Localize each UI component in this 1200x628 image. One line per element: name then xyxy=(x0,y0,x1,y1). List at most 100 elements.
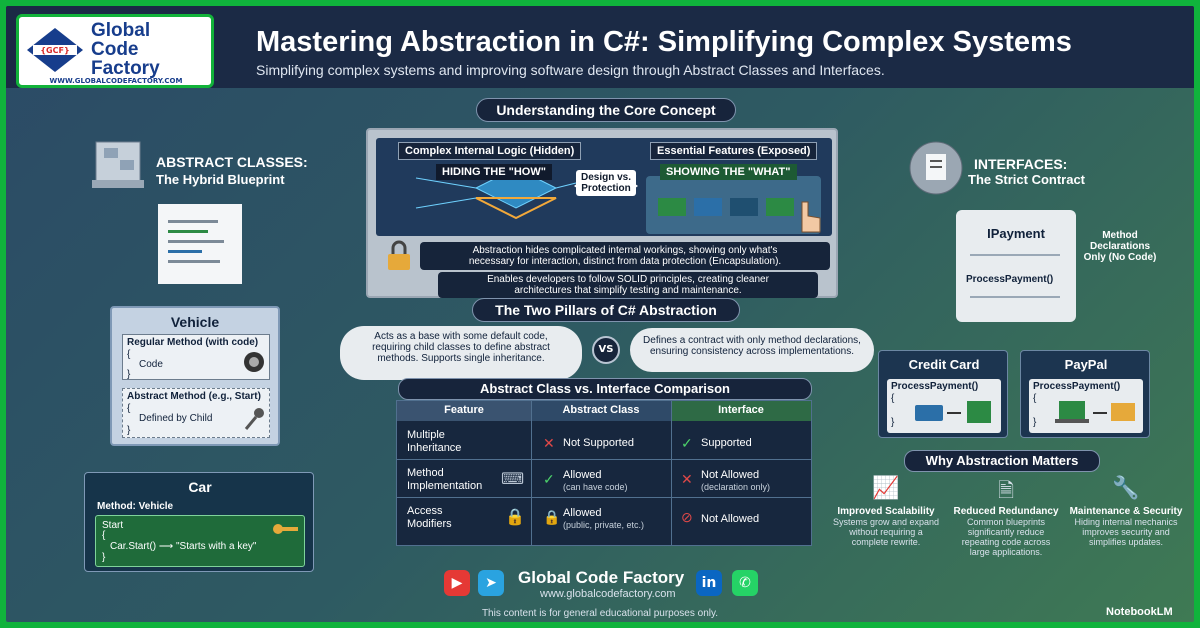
ipayment-name: IPayment xyxy=(987,226,1045,241)
logo-line-2: Code xyxy=(91,39,139,60)
credit-card-brace-close: } xyxy=(891,417,895,428)
vs-badge: VS xyxy=(592,336,620,364)
scalability-title: Improved Scalability xyxy=(837,506,935,517)
paypal-code: ProcessPayment() { } xyxy=(1029,379,1143,433)
infographic: {GCF} Global Code Factory WWW.GLOBALCODE… xyxy=(6,6,1194,622)
col-header-abstract: Abstract Class xyxy=(562,404,640,416)
core-concept-panel: Complex Internal Logic (Hidden) Essentia… xyxy=(366,128,838,298)
core-illustration xyxy=(415,167,821,234)
ipayment-note: Method Declarations Only (No Code) xyxy=(1080,230,1160,263)
row2-abstract: Allowed xyxy=(563,469,602,481)
credit-card-method: ProcessPayment() xyxy=(891,381,979,392)
ipayment-note-1: Method xyxy=(1102,230,1138,241)
vehicle-class-card: Vehicle Regular Method (with code) { Cod… xyxy=(110,306,280,446)
row1-interface: Supported xyxy=(701,437,752,449)
paypal-brace-close: } xyxy=(1033,417,1037,428)
hiding-how-label: HIDING THE "HOW" xyxy=(436,164,552,180)
abstract-classes-heading: ABSTRACT CLASSES: xyxy=(156,154,308,170)
paypal-brace-open: { xyxy=(1033,393,1037,404)
wheel-icon xyxy=(244,352,264,372)
car-title: Car xyxy=(188,479,212,495)
header-bar: {GCF} Global Code Factory WWW.GLOBALCODE… xyxy=(6,6,1194,88)
abstract-brace-open: { xyxy=(127,403,131,414)
abstract-method-label: Abstract Method (e.g., Start) xyxy=(127,391,261,402)
col-header-interface: Interface xyxy=(718,404,764,416)
key-icon xyxy=(244,408,264,430)
lock-icon: 🔒 xyxy=(543,509,561,525)
note-line-2: necessary for interaction, distinct from… xyxy=(468,256,782,267)
scalability-line-3: complete rewrite. xyxy=(851,537,921,547)
design-vs-text: Design vs. xyxy=(580,172,632,183)
scalability-item: 📈 Improved Scalability Systems grow and … xyxy=(828,476,944,547)
logo[interactable]: {GCF} Global Code Factory WWW.GLOBALCODE… xyxy=(16,14,214,88)
credit-card-impl: Credit Card ProcessPayment() { } xyxy=(878,350,1008,438)
check-icon: ✓ xyxy=(681,435,693,451)
regular-code: Code xyxy=(139,359,163,370)
core-concept-heading: Understanding the Core Concept xyxy=(476,98,736,122)
exposed-features-label: Essential Features (Exposed) xyxy=(650,142,818,160)
row1-abstract: Not Supported xyxy=(563,437,634,449)
lock-icon xyxy=(388,240,410,270)
ipayment-method: ProcessPayment() xyxy=(966,274,1054,285)
car-brace-close: } xyxy=(102,552,106,563)
abstract-pillar-bubble: Acts as a base with some default code, r… xyxy=(340,326,582,380)
redundancy-line-2: significantly reduce xyxy=(967,527,1045,537)
left-pillar-line-2: requiring child classes to define abstra… xyxy=(372,342,550,353)
row1-feature-2: Inheritance xyxy=(407,442,462,454)
col-header-feature: Feature xyxy=(444,404,484,416)
page-subtitle: Simplifying complex systems and improvin… xyxy=(256,62,885,78)
wrench-icon: 🔧 xyxy=(1112,476,1140,501)
car-method-label: Method: Vehicle xyxy=(97,501,174,512)
cross-icon: ✕ xyxy=(681,471,693,487)
footer: ▶ ➤ Global Code Factory www.globalcodefa… xyxy=(6,558,1194,622)
card-to-register-icon xyxy=(915,401,991,423)
row3-feature-2: Modifiers xyxy=(407,518,452,530)
growth-chart-icon: 📈 xyxy=(872,476,900,501)
whatsapp-icon[interactable]: ✆ xyxy=(732,570,758,596)
scalability-line-2: without requiring a xyxy=(849,527,923,537)
abstraction-note: Abstraction hides complicated internal w… xyxy=(420,242,830,270)
redundancy-line-3: repeating code across xyxy=(961,537,1051,547)
credit-card-title: Credit Card xyxy=(908,357,980,372)
solid-line-1: Enables developers to follow SOLID princ… xyxy=(487,274,769,285)
car-call: Car.Start() ⟶ "Starts with a key" xyxy=(110,541,257,552)
abstract-classes-subheading: The Hybrid Blueprint xyxy=(156,172,285,187)
logo-diamond-icon: {GCF} xyxy=(27,28,83,72)
paypal-title: PayPal xyxy=(1064,357,1108,372)
showing-what-label: SHOWING THE "WHAT" xyxy=(660,164,797,180)
logo-url: WWW.GLOBALCODEFACTORY.COM xyxy=(49,77,183,85)
protection-text: Protection xyxy=(581,183,631,194)
row3-abstract-sub: (public, private, etc.) xyxy=(563,520,645,530)
check-icon: ✓ xyxy=(543,471,555,487)
row3-interface: Not Allowed xyxy=(701,513,760,525)
right-pillar-line-2: ensuring consistency across implementati… xyxy=(650,346,854,357)
interfaces-subheading: The Strict Contract xyxy=(968,172,1086,187)
pointing-hand-icon xyxy=(801,201,821,233)
footer-brand: Global Code Factory xyxy=(518,568,685,587)
telegram-icon[interactable]: ➤ xyxy=(478,570,504,596)
maintenance-line-2: improves security and xyxy=(1082,527,1170,537)
redundancy-item: 🗎 Reduced Redundancy Common blueprints s… xyxy=(946,476,1066,557)
credit-card-code: ProcessPayment() { } xyxy=(887,379,1001,433)
ipayment-note-2: Declarations xyxy=(1089,241,1151,252)
footer-url[interactable]: www.globalcodefactory.com xyxy=(540,588,676,600)
disclaimer: This content is for general educational … xyxy=(481,608,719,619)
blueprint-icon xyxy=(92,141,144,188)
hidden-logic-label: Complex Internal Logic (Hidden) xyxy=(398,142,582,160)
youtube-icon[interactable]: ▶ xyxy=(444,570,470,596)
row2-feature-1: Method xyxy=(407,467,444,479)
regular-method-box: Regular Method (with code) { Code } xyxy=(122,334,270,380)
padlock-icon: 🔒 xyxy=(505,509,525,526)
logo-line-3: Factory xyxy=(91,58,160,79)
row1-feature-1: Multiple xyxy=(407,429,445,441)
regular-method-label: Regular Method (with code) xyxy=(127,337,259,348)
left-pillar-line-3: methods. Supports single inheritance. xyxy=(377,353,545,364)
abstract-brace-close: } xyxy=(127,425,131,436)
linkedin-icon[interactable]: in xyxy=(696,570,722,596)
solid-note: Enables developers to follow SOLID princ… xyxy=(438,272,818,298)
notebooklm-badge: NotebookLM xyxy=(1106,606,1173,618)
maintenance-title: Maintenance & Security xyxy=(1069,506,1183,517)
ipayment-note-3: Only (No Code) xyxy=(1083,252,1157,263)
design-vs-protection: Design vs. Protection xyxy=(576,170,636,196)
page-title: Mastering Abstraction in C#: Simplifying… xyxy=(256,26,1072,58)
